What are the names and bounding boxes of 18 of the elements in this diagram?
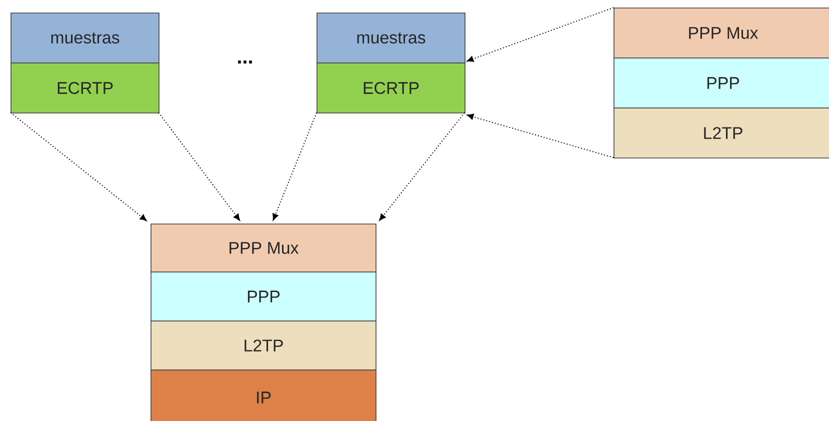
arrow	[466, 7, 614, 62]
layer-box: L2TP	[150, 320, 376, 370]
layer-box: ECRTP	[316, 62, 466, 114]
layer-box: ECRTP	[10, 62, 160, 114]
layer-box: PPP	[614, 58, 829, 108]
arrow	[379, 112, 466, 221]
arrow	[10, 112, 147, 221]
arrow	[466, 114, 614, 158]
arrow	[272, 112, 318, 220]
layer-box: PPP	[150, 272, 376, 322]
layer-box: L2TP	[614, 108, 829, 158]
ellipsis: ...	[238, 60, 252, 64]
layer-box: IP	[150, 370, 376, 421]
layer-box: muestras	[316, 12, 466, 64]
layer-box: muestras	[10, 12, 160, 64]
layer-box: PPP Mux	[614, 8, 829, 58]
layer-box: PPP Mux	[150, 224, 376, 272]
arrow	[158, 112, 240, 221]
